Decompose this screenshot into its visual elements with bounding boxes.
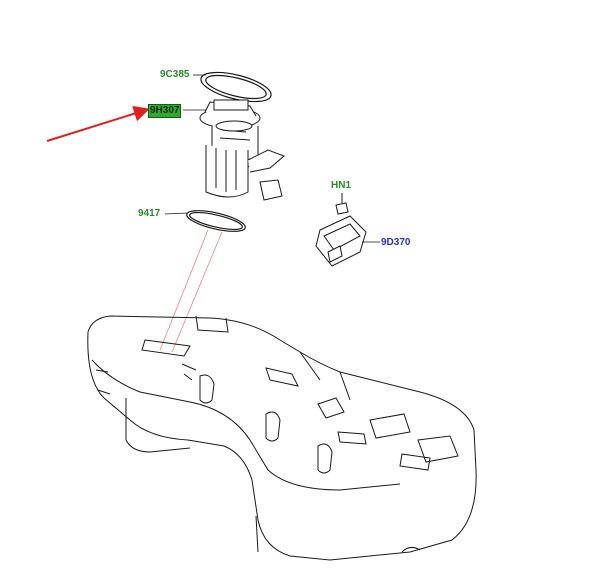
label-seal-ring[interactable]: 9417 (138, 208, 161, 219)
seal-ring-drawing (186, 210, 246, 232)
label-fuel-pump-module[interactable]: 9H307 (148, 104, 182, 118)
top-gasket-drawing (200, 71, 272, 103)
guide-lines (159, 229, 223, 353)
control-module-drawing (315, 215, 367, 267)
leader-9417 (164, 212, 188, 215)
fuel-pump-module-drawing (199, 99, 285, 201)
fuel-tank-drawing (87, 315, 477, 561)
pointer-arrow (46, 105, 150, 142)
nut-drawing (335, 193, 349, 215)
label-nut[interactable]: HN1 (331, 180, 352, 191)
label-gasket-top[interactable]: 9C385 (160, 69, 190, 80)
label-control-module[interactable]: 9D370 (381, 237, 411, 248)
